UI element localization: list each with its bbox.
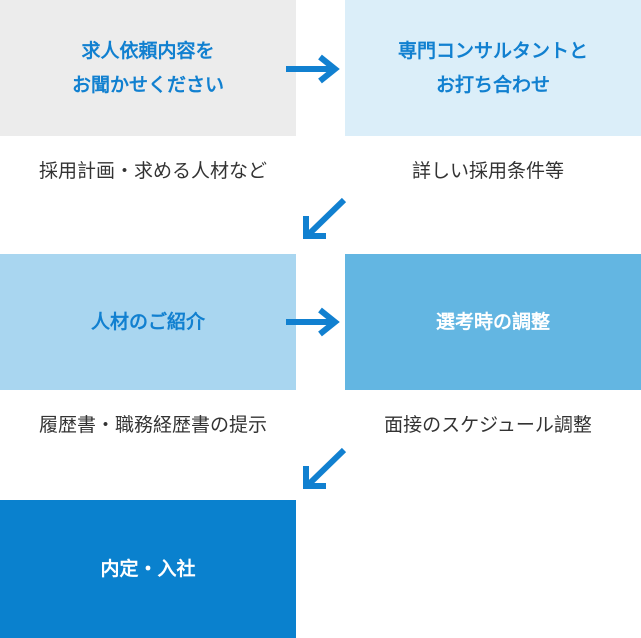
arrow-right-icon: [286, 307, 340, 337]
step-2-box: 専門コンサルタントと お打ち合わせ: [345, 0, 641, 136]
step-1-box: 求人依頼内容を お聞かせください: [0, 0, 296, 136]
step-2-caption: 詳しい採用条件等: [411, 160, 564, 182]
step-1-caption: 採用計画・求める人材など: [38, 160, 267, 182]
step-3-caption: 履歴書・職務経歴書の提示: [38, 414, 267, 436]
step-5-box: 内定・入社: [0, 500, 296, 638]
step-2-title-line-1: 専門コンサルタントと: [397, 40, 588, 62]
step-2-title: 専門コンサルタントと お打ち合わせ: [398, 34, 588, 102]
step-4-box: 選考時の調整: [345, 254, 641, 390]
step-4-title-line-1: 選考時の調整: [435, 311, 550, 333]
arrow-down-left-icon: [303, 197, 347, 239]
step-5-title: 内定・入社: [100, 552, 195, 586]
step-3-title-line-1: 人材のご紹介: [90, 311, 205, 333]
arrow-right-icon: [286, 54, 340, 84]
step-3-box: 人材のご紹介: [0, 254, 296, 390]
step-1-title-line-1: 求人依頼内容を: [81, 40, 215, 62]
step-4-title: 選考時の調整: [436, 305, 550, 339]
step-3-title: 人材のご紹介: [91, 305, 205, 339]
step-1-title-line-2: お聞かせください: [71, 74, 224, 96]
arrow-down-left-icon: [303, 447, 347, 489]
step-4-caption: 面接のスケジュール調整: [384, 414, 592, 436]
step-2-title-line-2: お打ち合わせ: [435, 74, 550, 96]
step-1-title: 求人依頼内容を お聞かせください: [72, 34, 224, 102]
step-5-title-line-1: 内定・入社: [100, 558, 196, 580]
